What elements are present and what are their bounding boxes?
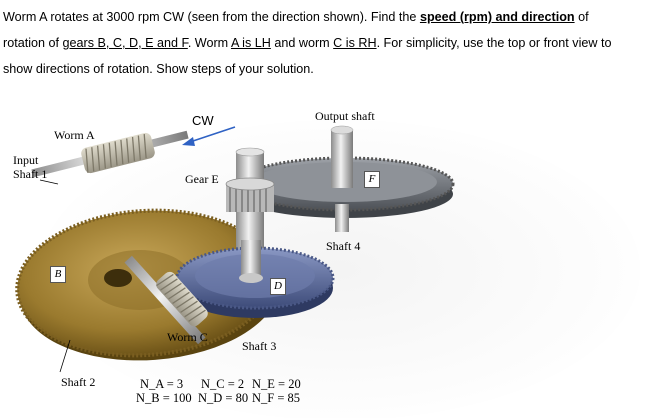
gears-emphasis: gears B, C, D, E and F xyxy=(62,36,188,50)
problem-text: . For simplicity, use the top or front v… xyxy=(376,36,612,50)
worm-c-rh-emphasis: C is RH xyxy=(333,36,377,50)
output-shaft xyxy=(331,130,353,188)
cw-label: CW xyxy=(192,113,214,128)
shaft-3-label: Shaft 3 xyxy=(242,339,277,353)
teeth-na: N_A = 3 xyxy=(140,377,184,391)
teeth-nf: N_F = 85 xyxy=(252,391,301,405)
problem-line-1: Worm A rotates at 3000 rpm CW (seen from… xyxy=(3,4,657,30)
output-shaft-label: Output shaft xyxy=(315,109,375,123)
gear-b-label: B xyxy=(50,266,66,283)
teeth-nd: N_D = 80 xyxy=(198,391,249,405)
shaft-4-body xyxy=(335,204,349,232)
speed-direction-emphasis: speed (rpm) and direction xyxy=(419,10,575,24)
problem-line-2: rotation of gears B, C, D, E and F. Worm… xyxy=(3,30,657,56)
problem-text: of xyxy=(574,10,589,24)
shaft-4-label: Shaft 4 xyxy=(326,239,361,253)
teeth-nc: N_C = 2 xyxy=(201,377,245,391)
worm-a-label: Worm A xyxy=(54,128,95,142)
cw-arrowhead xyxy=(182,137,195,146)
gear-train-figure: CW Output shaft Worm A Input Shaft 1 Gea… xyxy=(0,100,659,418)
cw-arrow xyxy=(189,126,236,143)
gear-e-label: Gear E xyxy=(185,172,219,186)
gear-d-label: D xyxy=(270,278,286,295)
worm-a xyxy=(31,130,189,178)
input-label: Input xyxy=(13,153,39,167)
worm-c xyxy=(124,255,208,345)
gear-f-label: F xyxy=(364,171,380,188)
problem-text: . Worm xyxy=(187,36,231,50)
shaft-1-label: Shaft 1 xyxy=(13,167,48,181)
teeth-ne: N_E = 20 xyxy=(252,377,301,391)
problem-line-3: show directions of rotation. Show steps … xyxy=(3,62,314,76)
gear-train-illustration xyxy=(15,120,640,418)
problem-statement: Worm A rotates at 3000 rpm CW (seen from… xyxy=(3,4,657,82)
shaft-2-leader xyxy=(59,339,71,373)
worm-c-label: Worm C xyxy=(167,330,208,344)
shaft-2-label: Shaft 2 xyxy=(61,375,96,389)
problem-text: Worm A rotates at 3000 rpm CW (seen from… xyxy=(3,10,420,24)
problem-text: and worm xyxy=(270,36,334,50)
worm-a-lh-emphasis: A is LH xyxy=(230,36,271,50)
teeth-nb: N_B = 100 xyxy=(136,391,192,405)
shaft-1-leader xyxy=(39,179,59,185)
problem-text: rotation of xyxy=(3,36,63,50)
